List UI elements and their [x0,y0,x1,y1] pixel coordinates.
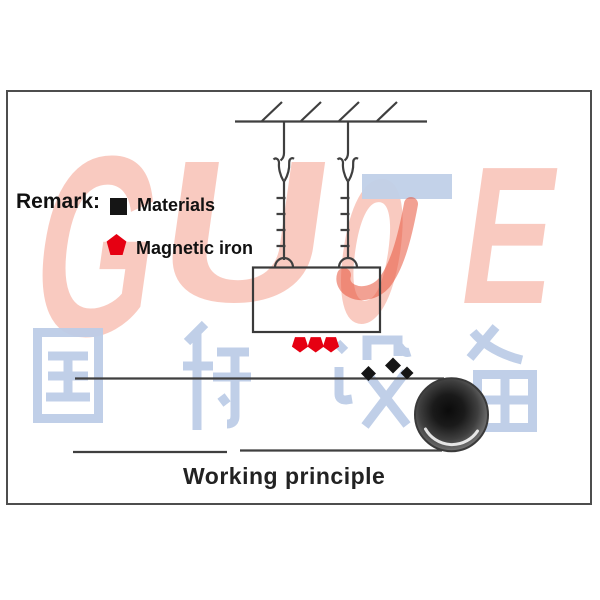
magnetic-iron-piece [291,337,309,353]
lifting-lug-left [273,256,295,268]
hanger-right [336,121,359,268]
legend-label-magnetic-iron: Magnetic iron [136,238,254,258]
legend-heading: Remark: [16,190,101,213]
watermark-letter-u: U [146,119,345,344]
figure-title: Working principle [183,463,386,489]
cn-char-guo [33,328,103,423]
lifting-lug-right [337,256,359,268]
legend-label-materials: Materials [137,195,216,215]
hook-icon-right [336,157,359,182]
magnet-box [251,266,382,334]
watermark-letter-t [336,174,452,301]
pulley-circle [414,377,489,453]
pulley-highlight [424,427,479,447]
hanger-left [272,121,295,268]
conveyor-belt-bottom [73,449,442,454]
cn-char-te [183,320,251,430]
suspension-diagram [73,101,489,454]
diagram-panel [6,90,592,505]
hanger-rope-right [343,121,350,162]
cn-watermark [33,320,537,432]
material-piece [385,357,401,374]
magnetic-iron-pieces [291,337,340,353]
hanger-rope-left [279,121,286,162]
watermark-letter-e: E [449,127,571,346]
pulley-drum [414,377,489,453]
chain-ticks-left [276,196,286,248]
magnetic-iron-pentagon-icon [106,234,127,255]
watermark-t-leg [336,197,418,301]
hook-icon-left [272,157,295,182]
material-pieces [361,357,414,381]
material-piece [400,366,414,380]
ceiling-hatch-marks [261,101,398,122]
magnetic-iron-piece [307,337,324,353]
materials-square-icon [110,198,127,215]
chain-ticks-right [340,196,350,248]
watermark-t-bar [362,174,452,199]
material-piece [361,366,376,381]
magnetic-iron-piece [322,337,340,353]
